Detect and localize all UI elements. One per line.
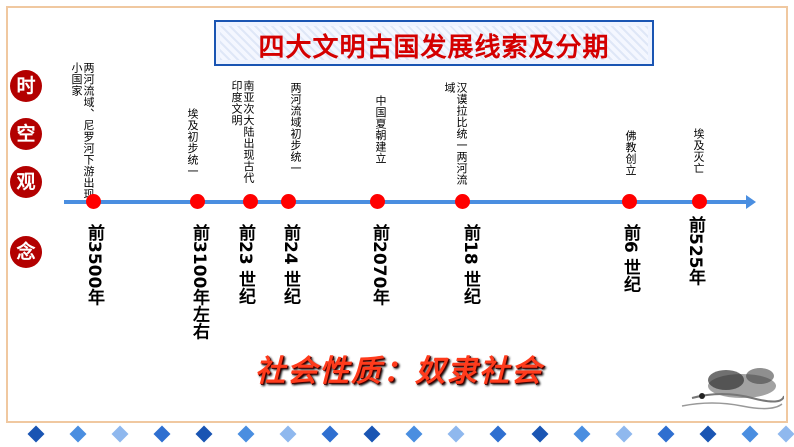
- timeline-event: 两河流域、尼罗河下游出现小国家: [70, 62, 95, 200]
- timeline-dot: [86, 194, 101, 209]
- timeline-date: 前23 世纪: [235, 224, 255, 305]
- timeline-dot: [370, 194, 385, 209]
- timeline-event: 埃及初步统一: [186, 108, 199, 177]
- timeline-dot: [190, 194, 205, 209]
- timeline-date: 前3500年: [84, 224, 104, 306]
- timeline-dot: [455, 194, 470, 209]
- timeline-event: 两河流域初步统一: [289, 82, 302, 174]
- page-title: 四大文明古国发展线索及分期: [258, 33, 610, 63]
- timeline-dot: [692, 194, 707, 209]
- timeline-date: 前6 世纪: [620, 224, 640, 293]
- ink-landscape-decoration: [681, 368, 784, 410]
- side-label-char: 时: [10, 70, 42, 102]
- timeline-dot: [281, 194, 296, 209]
- side-label-char: 观: [10, 166, 42, 198]
- timeline-date: 前24 世纪: [280, 224, 300, 305]
- side-label-char: 念: [10, 236, 42, 268]
- timeline-dot: [243, 194, 258, 209]
- timeline-axis: [64, 200, 748, 204]
- timeline-date: 前525年: [685, 216, 705, 286]
- society-nature-label: 社会性质：奴隶社会: [255, 354, 543, 389]
- timeline-event: 中国夏朝建立: [374, 95, 387, 164]
- timeline-date: 前18 世纪: [460, 224, 480, 305]
- page-frame: [6, 6, 788, 423]
- timeline-event: 南亚次大陆出现古代印度文明: [230, 80, 255, 184]
- timeline-dot: [622, 194, 637, 209]
- side-label-char: 空: [10, 118, 42, 150]
- timeline-event: 汉谟拉比统一两河流域: [443, 82, 468, 186]
- timeline-arrow-icon: [746, 195, 756, 209]
- timeline-event: 埃及灭亡: [692, 128, 705, 174]
- timeline-date: 前2070年: [369, 224, 389, 306]
- title-banner: 四大文明古国发展线索及分期: [214, 20, 654, 66]
- timeline-event: 佛教创立: [624, 130, 637, 176]
- timeline-date: 前3100年左右: [189, 224, 209, 340]
